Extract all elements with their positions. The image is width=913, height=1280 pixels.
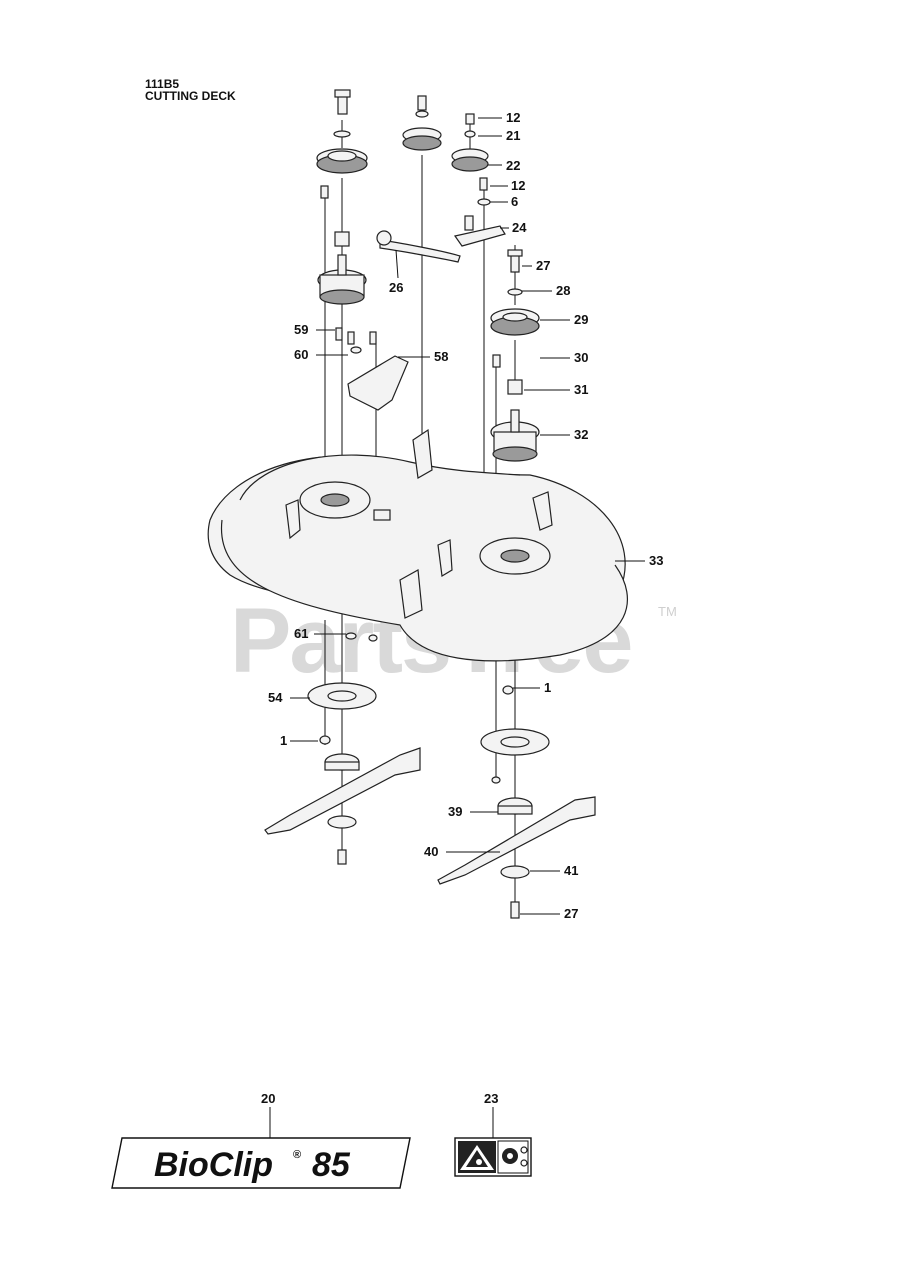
deck-housing: [207, 428, 629, 662]
callout-28: 28: [556, 283, 570, 298]
warning-decal: [454, 1137, 532, 1177]
callout-27: 27: [564, 906, 578, 921]
right-spindle-group: [490, 249, 540, 462]
callout-1: 1: [280, 733, 287, 748]
decal-brand: BioClip: [154, 1146, 273, 1184]
callout-58: 58: [434, 349, 448, 364]
callout-41: 41: [564, 863, 578, 878]
callout-1: 1: [544, 680, 551, 695]
diagram-code: 111B5: [145, 77, 180, 91]
callout-12: 12: [506, 110, 520, 125]
callout-40: 40: [424, 844, 438, 859]
watermark-tm: TM: [658, 604, 677, 619]
right-blade-group: [437, 685, 596, 919]
callout-30: 30: [574, 350, 588, 365]
callout-32: 32: [574, 427, 588, 442]
callout-22: 22: [506, 158, 520, 173]
decal-reg-mark: ®: [293, 1149, 301, 1161]
leader-lines: [269, 117, 645, 1138]
callout-60: 60: [294, 347, 308, 362]
left-blade-group: [264, 632, 421, 865]
callout-26: 26: [389, 280, 403, 295]
bioclip-decal: BioClip ® 85: [111, 1137, 411, 1189]
decal-model: 85: [312, 1146, 351, 1184]
callout-59: 59: [294, 322, 308, 337]
callout-27: 27: [536, 258, 550, 273]
callout-6: 6: [511, 194, 518, 209]
callout-54: 54: [268, 690, 283, 705]
callout-39: 39: [448, 804, 462, 819]
callout-12: 12: [511, 178, 525, 193]
callout-24: 24: [512, 220, 527, 235]
callout-61: 61: [294, 626, 308, 641]
diagram-title: CUTTING DECK: [145, 89, 236, 103]
callout-23: 23: [484, 1091, 498, 1106]
left-spindle-group: [316, 89, 368, 305]
callout-33: 33: [649, 553, 663, 568]
callout-31: 31: [574, 382, 588, 397]
callout-29: 29: [574, 312, 588, 327]
callouts: 12 21 22 12 6 24 27 26 28 29 59 60 58 30…: [261, 110, 663, 1106]
callout-20: 20: [261, 1091, 275, 1106]
callout-21: 21: [506, 128, 520, 143]
bracket-58: [335, 327, 409, 411]
idler-pulley-group: [376, 95, 461, 263]
